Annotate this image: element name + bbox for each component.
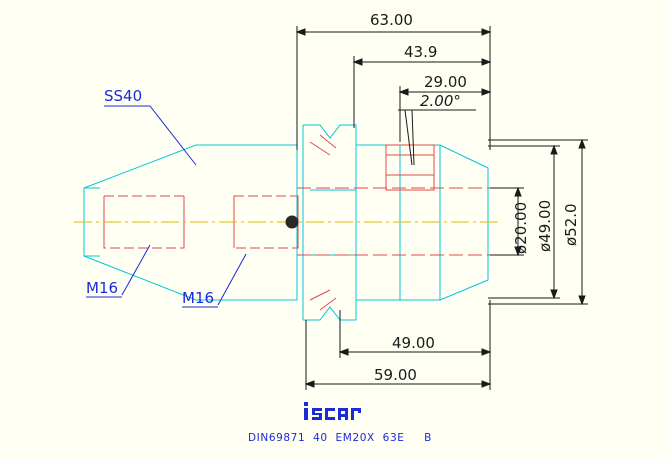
dim-angle: 2.00°	[420, 92, 461, 110]
dim-diameter-20: ø20.00	[512, 202, 530, 254]
dim-length-59: 59.00	[374, 366, 417, 384]
part-outline	[83, 105, 489, 321]
brand-logo	[304, 402, 361, 420]
center-marker	[285, 215, 299, 229]
dimension-lines	[86, 26, 588, 390]
dim-length-43: 43.9	[404, 43, 437, 61]
label-taper: SS40	[104, 87, 142, 105]
dim-overall-length: 63.00	[370, 11, 413, 29]
dim-length-49: 49.00	[392, 334, 435, 352]
caption: DIN69871 40 EM20X 63E B	[248, 432, 432, 444]
dim-diameter-52: ø52.0	[562, 203, 580, 246]
dim-diameter-49: ø49.00	[536, 200, 554, 252]
label-thread-right: M16	[182, 289, 214, 307]
dim-length-29: 29.00	[424, 73, 467, 91]
label-thread-left: M16	[86, 279, 118, 297]
